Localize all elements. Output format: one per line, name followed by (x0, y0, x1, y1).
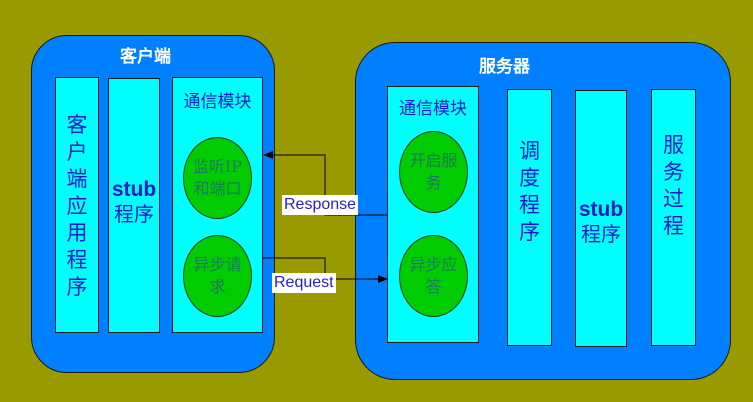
request-label: Request (272, 273, 336, 293)
client-title: 客户端 (120, 47, 171, 67)
start-service-node: 开启服务 (399, 131, 468, 213)
client-app-column: 客户端应用程序 (55, 77, 99, 333)
async-reply-node: 异步应答 (399, 235, 468, 317)
server-stub-en: stub (578, 198, 624, 221)
server-stub-label: stub 程序 (576, 197, 626, 247)
listen-ip-port-node: 监听IP和端口 (183, 137, 252, 219)
async-request-node: 异步请求 (183, 235, 252, 317)
client-comm-title: 通信模块 (183, 92, 252, 112)
dispatcher-column: 调度程序 (507, 89, 552, 346)
service-procedure-column: 服务过程 (651, 89, 696, 346)
server-comm-title: 通信模块 (399, 99, 467, 119)
server-title: 服务器 (479, 57, 530, 77)
response-label: Response (282, 195, 359, 215)
client-stub-en: stub (111, 178, 157, 201)
response-arrow (263, 151, 387, 216)
service-procedure-label: 服务过程 (663, 133, 684, 238)
server-stub-column: stub 程序 (575, 90, 627, 347)
client-stub-zh: 程序 (114, 202, 154, 226)
request-arrow (263, 257, 388, 283)
client-stub-column: stub 程序 (108, 78, 160, 333)
client-app-label: 客户端应用程序 (66, 113, 88, 299)
dispatcher-label: 调度程序 (519, 139, 540, 244)
client-stub-label: stub 程序 (109, 177, 159, 227)
server-stub-zh: 程序 (581, 222, 621, 246)
